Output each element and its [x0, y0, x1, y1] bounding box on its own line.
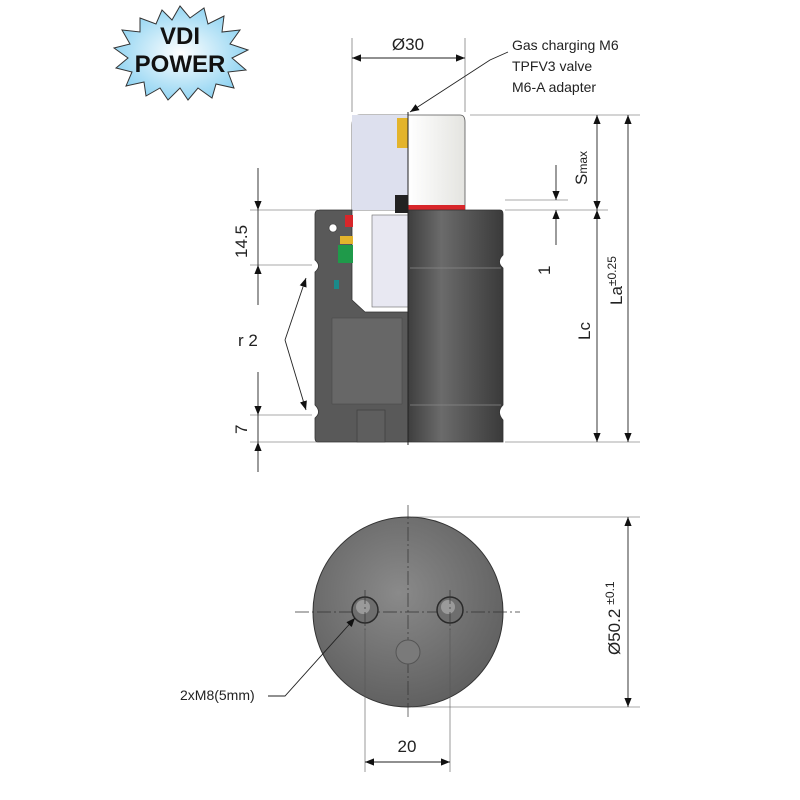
- spacing-20-label: 20: [398, 737, 417, 756]
- valve-note: Gas charging M6 TPFV3 valve M6-A adapter: [409, 37, 619, 113]
- valve-note-line-2: TPFV3 valve: [512, 58, 592, 74]
- hole-callout: 2xM8(5mm): [180, 617, 356, 703]
- right-dimensions: Smax 1 Lc La±0.25: [470, 114, 640, 443]
- dim-7-label: 7: [232, 425, 251, 434]
- center-valve-hole: [395, 639, 421, 665]
- valve-note-line-3: M6-A adapter: [512, 79, 596, 95]
- lc-label: Lc: [575, 322, 594, 340]
- logo-text-vdi: VDI: [160, 23, 200, 50]
- vdi-power-logo: VDI POWER: [112, 5, 250, 101]
- bore-section: [371, 214, 409, 308]
- stroke-label: Smax: [572, 151, 591, 185]
- threaded-hole-right: [436, 596, 464, 624]
- la-label: La±0.25: [605, 256, 626, 305]
- red-wiper-line: [408, 205, 465, 210]
- logo-text-power: POWER: [135, 51, 226, 78]
- cylinder-side-view: [314, 112, 504, 445]
- left-dimensions: 14.5 7 r 2: [232, 168, 318, 472]
- dim-14-5-label: 14.5: [232, 225, 251, 258]
- valve-note-line-1: Gas charging M6: [512, 37, 619, 53]
- gap-label: 1: [535, 266, 554, 275]
- cylinder-bottom-view: [295, 505, 520, 718]
- seal-black: [395, 195, 408, 213]
- valve-yellow: [397, 118, 408, 148]
- diameter-30-label: Ø30: [392, 35, 424, 54]
- mount-hole: [356, 409, 386, 443]
- body-exterior: [407, 209, 504, 443]
- diameter-50-label: Ø50.2±0.1: [603, 581, 624, 655]
- seal-red: [345, 215, 353, 227]
- diameter-30-dimension: Ø30: [351, 35, 466, 112]
- seal-green: [338, 245, 353, 263]
- spacing-20-dimension: 20: [364, 628, 451, 772]
- radius-label: r 2: [238, 331, 258, 350]
- hole-label: 2xM8(5mm): [180, 687, 255, 703]
